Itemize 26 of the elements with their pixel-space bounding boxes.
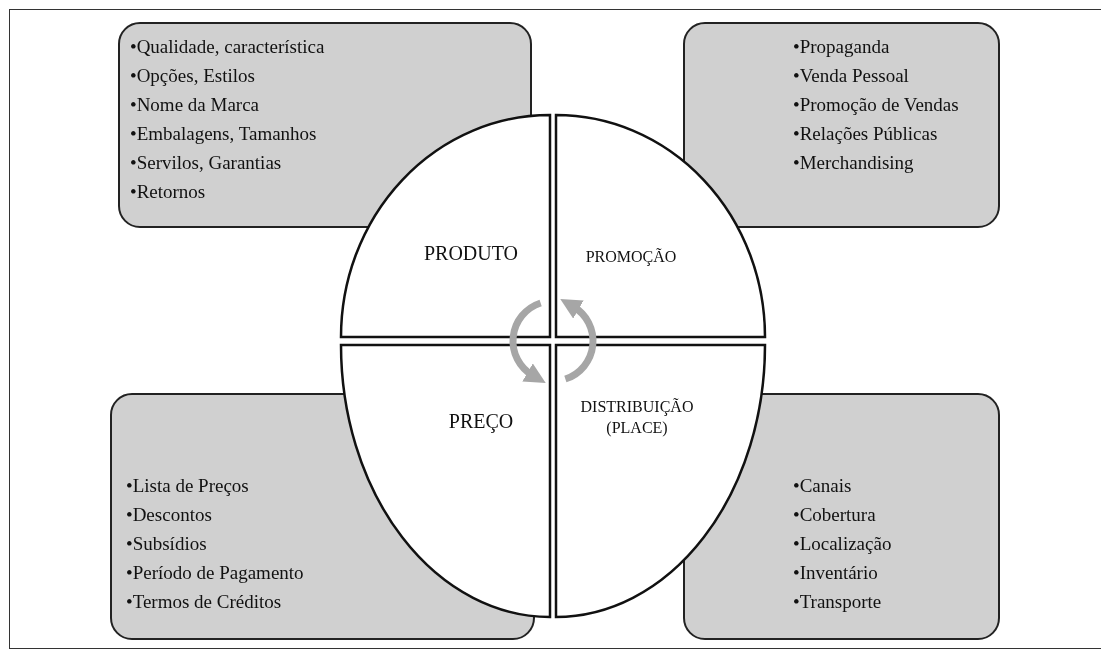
list-item: •Servilos, Garantias	[130, 151, 283, 175]
list-item: •Venda Pessoal	[793, 64, 910, 88]
quadrant-label: PRODUTO	[422, 241, 520, 266]
list-item: •Qualidade, característica	[130, 35, 326, 59]
list-item: •Canais	[793, 474, 853, 498]
list-card	[683, 22, 1000, 228]
list-item: •Descontos	[126, 503, 213, 527]
list-item: •Período de Pagamento	[126, 561, 305, 585]
list-item: •Termos de Créditos	[126, 590, 283, 614]
list-item: •Nome da Marca	[130, 93, 261, 117]
list-item: •Inventário	[793, 561, 879, 585]
list-item: •Retornos	[130, 180, 207, 204]
quadrant-label: DISTRIBUIÇÃO (PLACE)	[579, 397, 695, 439]
list-item: •Promoção de Vendas	[793, 93, 960, 117]
list-item: •Opções, Estilos	[130, 64, 256, 88]
list-item: •Subsídios	[126, 532, 208, 556]
list-item: •Localização	[793, 532, 893, 556]
list-item: •Cobertura	[793, 503, 877, 527]
list-item: •Lista de Preços	[126, 474, 250, 498]
list-item: •Merchandising	[793, 151, 915, 175]
quadrant-label: PROMOÇÃO	[584, 247, 678, 268]
list-item: •Relações Públicas	[793, 122, 939, 146]
list-item: •Transporte	[793, 590, 883, 614]
list-item: •Embalagens, Tamanhos	[130, 122, 318, 146]
quadrant-label: PREÇO	[447, 409, 515, 434]
list-item: •Propaganda	[793, 35, 891, 59]
